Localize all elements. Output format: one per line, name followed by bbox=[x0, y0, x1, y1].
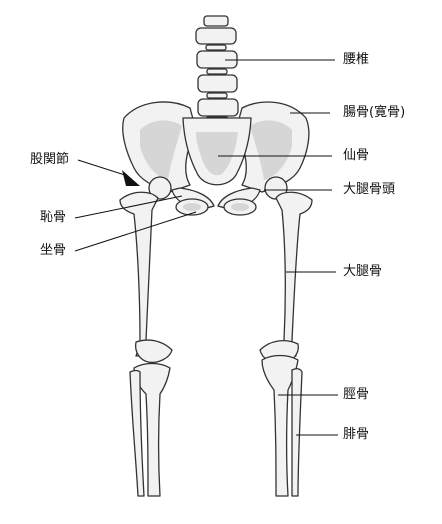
label-ischium: 坐骨 bbox=[40, 243, 67, 258]
pubis-ischium bbox=[171, 187, 261, 216]
label-sacrum: 仙骨 bbox=[343, 148, 370, 163]
label-lumbar: 腰椎 bbox=[343, 52, 370, 67]
left-lower-leg bbox=[129, 362, 171, 497]
sacrum-bone bbox=[182, 117, 252, 186]
leader-lines bbox=[74, 59, 338, 436]
label-hip-joint: 股関節 bbox=[30, 152, 70, 167]
hip-joint-pointer bbox=[77, 159, 140, 186]
label-femoral-head: 大腿骨頭 bbox=[343, 182, 396, 197]
lumbar-vertebrae bbox=[195, 15, 239, 123]
label-tibia: 脛骨 bbox=[343, 387, 370, 402]
label-fibula: 腓骨 bbox=[343, 427, 370, 442]
right-lower-leg bbox=[261, 354, 303, 497]
label-ilium: 腸骨(寛骨) bbox=[343, 105, 406, 120]
label-femur: 大腿骨 bbox=[343, 264, 383, 279]
right-femur bbox=[259, 176, 313, 365]
left-femur bbox=[119, 176, 173, 364]
left-ilium bbox=[122, 101, 197, 193]
label-pubis: 恥骨 bbox=[40, 210, 67, 225]
